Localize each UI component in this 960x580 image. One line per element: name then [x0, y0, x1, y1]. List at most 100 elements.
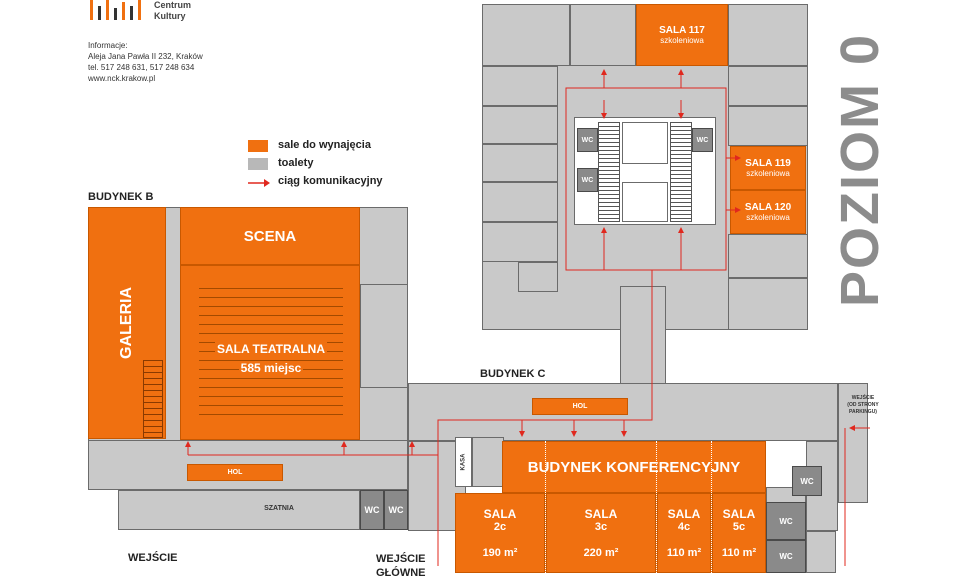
upper-top-row-3 [728, 4, 808, 66]
conference-corner-room [806, 531, 836, 573]
sala-teatralna-label: SALA TEATRALNA [215, 342, 327, 356]
side-entrance-line-3: PARKINGU) [849, 409, 877, 415]
sala-117-type: szkoleniowa [660, 36, 704, 45]
building-c-east [838, 383, 868, 503]
upper-connector [620, 286, 666, 384]
conference-header: BUDYNEK KONFERENCYJNY [502, 441, 766, 493]
sala-5c-id: 5c [732, 521, 746, 533]
side-entrance-line-1: WEJŚCIE [851, 395, 875, 401]
sala-120[interactable]: SALA 120 szkoleniowa [730, 190, 806, 234]
sala-3c-name: SALA [584, 507, 618, 521]
kasa-box[interactable]: KASA [455, 437, 472, 487]
logo: Centrum Kultury [88, 0, 228, 26]
building-b-right-wing [360, 284, 408, 388]
hol-c-label: HOL [572, 403, 588, 410]
wc-conf-1[interactable]: WC [792, 466, 822, 496]
wc-conf-1-label: WC [800, 476, 814, 486]
hol-c-marker: HOL [532, 398, 628, 415]
legend-toilet-swatch [248, 158, 268, 170]
scena-room[interactable]: SCENA [180, 207, 360, 265]
divider-3c-4c [656, 441, 657, 573]
sala-117-name: SALA 117 [659, 25, 705, 36]
szatnia-room: SZATNIA [118, 490, 360, 530]
sala-117[interactable]: SALA 117 szkoleniowa [636, 4, 728, 66]
wejscie-glowne-line-2: GŁÓWNE [376, 567, 426, 579]
sala-2c-id: 2c [493, 521, 507, 533]
sala-teatralna-seats: 585 miejsc [238, 361, 304, 375]
sala-4c-area: 110 m² [666, 547, 702, 559]
info-web[interactable]: www.nck.krakow.pl [88, 74, 156, 83]
building-b-corridor [88, 440, 408, 490]
info-heading: Informacje: [88, 41, 128, 50]
wc-conf-3[interactable]: WC [766, 540, 806, 573]
upper-left-col-4 [482, 182, 558, 222]
scena-label: SCENA [243, 227, 297, 245]
sala-3c-area: 220 m² [583, 547, 619, 559]
upper-left-col-6 [518, 262, 558, 292]
level-title: POZIOM 0 [815, 0, 905, 340]
kasa-desk [472, 437, 504, 487]
sala-119-type: szkoleniowa [746, 169, 790, 178]
sala-5c-area: 110 m² [721, 547, 757, 559]
wc-conf-2-label: WC [779, 516, 793, 526]
level-title-text: POZIOM 0 [830, 32, 890, 308]
stairs-left [598, 122, 620, 222]
stairs-right [670, 122, 692, 222]
elevator-bottom [622, 182, 668, 222]
sala-2c-area: 190 m² [482, 547, 518, 559]
szatnia-label: SZATNIA [264, 505, 294, 512]
wc-conf-3-label: WC [779, 552, 793, 561]
sala-4c[interactable]: SALA 4c 110 m² [657, 493, 711, 573]
info-block: Informacje: Aleja Jana Pawła II 232, Kra… [88, 40, 288, 84]
sala-2c[interactable]: SALA 2c 190 m² [455, 493, 545, 573]
sala-teatralna-room[interactable]: SALA TEATRALNA 585 miejsc [180, 265, 360, 440]
sala-2c-name: SALA [483, 507, 517, 521]
logo-mark-icon [90, 0, 141, 20]
upper-right-col-1 [728, 66, 808, 106]
upper-left-col-3 [482, 144, 558, 182]
upper-right-col-5 [728, 234, 808, 278]
legend-rent-swatch [248, 140, 268, 152]
upper-left-col-2 [482, 106, 558, 144]
wc-conf-2[interactable]: WC [766, 502, 806, 540]
side-entrance-line-2: (OD STRONY [847, 402, 879, 408]
wc-b-1[interactable]: WC [360, 490, 384, 530]
galeria-stairs [143, 360, 163, 438]
sala-5c-name: SALA [722, 507, 756, 521]
info-address: Aleja Jana Pawła II 232, Kraków [88, 52, 203, 61]
wc-upper-3-label: WC [696, 136, 709, 144]
legend-toilet-label: toalety [278, 157, 314, 169]
legend-rent-label: sale do wynajęcia [278, 139, 371, 151]
building-c-label: BUDYNEK C [480, 368, 546, 380]
sala-120-name: SALA 120 [744, 202, 792, 213]
upper-right-col-2 [728, 106, 808, 146]
sala-4c-name: SALA [667, 507, 701, 521]
sala-120-type: szkoleniowa [746, 213, 790, 222]
wejscie-glowne-line-1: WEJŚCIE [376, 553, 426, 565]
wc-b-2[interactable]: WC [384, 490, 408, 530]
wc-b-2-label: WC [388, 505, 404, 515]
building-b-label: BUDYNEK B [88, 191, 154, 203]
wejscie-glowne-label: WEJŚCIE GŁÓWNE [376, 552, 426, 580]
hol-b-label: HOL [227, 469, 243, 476]
sala-5c[interactable]: SALA 5c 110 m² [712, 493, 766, 573]
sala-119[interactable]: SALA 119 szkoleniowa [730, 146, 806, 190]
wejscie-label: WEJŚCIE [128, 552, 178, 564]
wc-upper-2[interactable]: WC [577, 168, 598, 192]
wc-upper-3[interactable]: WC [692, 128, 713, 152]
sala-3c-id: 3c [594, 521, 608, 533]
wc-upper-2-label: WC [581, 176, 594, 184]
route-arrow-icon [248, 179, 270, 187]
sala-4c-id: 4c [677, 521, 691, 533]
legend-route-label: ciąg komunikacyjny [278, 175, 383, 187]
wc-upper-1-label: WC [581, 136, 594, 144]
upper-right-col-6 [728, 278, 808, 330]
upper-left-col-1 [482, 66, 558, 106]
divider-4c-5c [711, 441, 712, 573]
legend: sale do wynajęcia toalety ciąg komunikac… [248, 138, 428, 194]
upper-top-row [482, 4, 570, 66]
logo-line-2: Kultury [154, 11, 186, 21]
logo-line-1: Centrum [154, 0, 192, 10]
sala-3c[interactable]: SALA 3c 220 m² [546, 493, 656, 573]
wc-upper-1[interactable]: WC [577, 128, 598, 152]
